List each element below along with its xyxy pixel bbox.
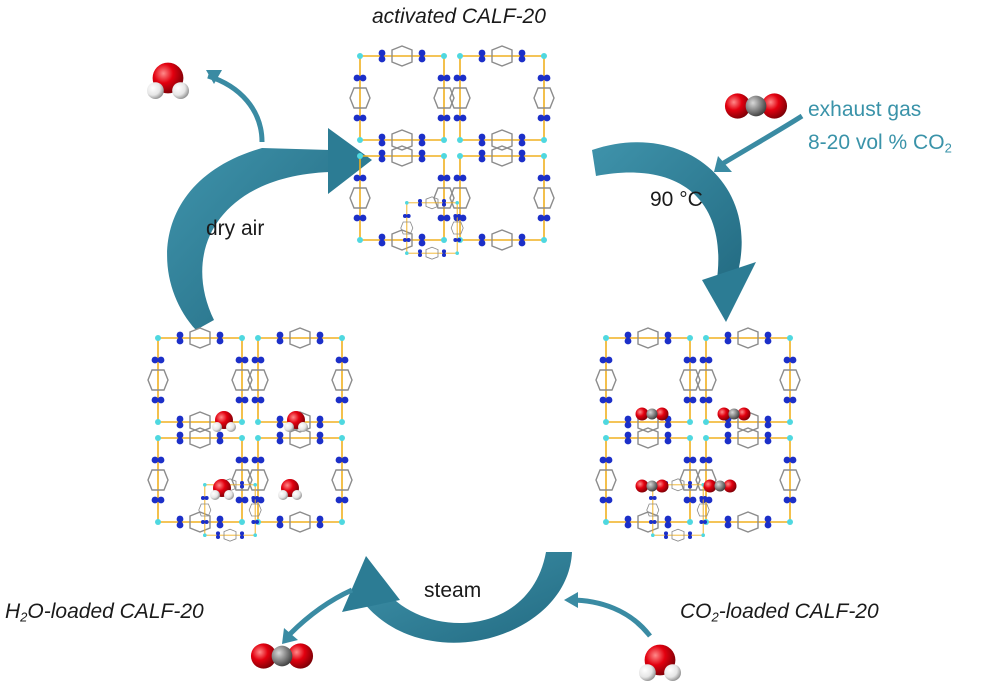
- co2-molecule-icon: [724, 93, 788, 119]
- co2-release-arrow: [288, 587, 354, 636]
- exhaust-in-arrow: [720, 113, 804, 167]
- water-molecule-icon: [639, 644, 681, 681]
- h2o-suffix: O-loaded CALF-20: [27, 600, 204, 623]
- co2-loaded-label: CO2-loaded CALF-20: [680, 601, 879, 623]
- co2-concentration-subscript: 2: [944, 140, 952, 156]
- water-release-arrow: [207, 73, 265, 143]
- h2o-subscript: 2: [20, 609, 28, 625]
- framework-co2-loaded: [595, 327, 801, 542]
- framework-activated: [349, 45, 555, 260]
- steam-in-arrow: [569, 597, 652, 638]
- co2-concentration-prefix: 8-20 vol % CO: [808, 131, 945, 154]
- co2-release-arrowhead: [282, 628, 298, 644]
- water-molecule-icon: [147, 62, 189, 99]
- temperature-label: 90 °C: [650, 188, 703, 211]
- co2-concentration-label: 8-20 vol % CO2: [808, 132, 952, 154]
- co2-subscript: 2: [711, 609, 719, 625]
- co2-suffix: -loaded CALF-20: [718, 600, 879, 623]
- cycle-arrow-top-right: [592, 142, 756, 322]
- co2-molecule-icon: [250, 643, 314, 669]
- dry-air-label: dry air: [206, 217, 265, 240]
- exhaust-gas-label: exhaust gas: [808, 98, 922, 121]
- cycle-arrow-bottom: [342, 552, 572, 643]
- steam-in-arrowhead: [564, 592, 578, 608]
- exhaust-in-arrowhead: [714, 156, 732, 172]
- h2o-loaded-label: H2O-loaded CALF-20: [5, 601, 204, 623]
- framework-h2o-loaded: [147, 327, 353, 542]
- h2o-prefix: H: [5, 600, 21, 623]
- cycle-arrow-left: [167, 128, 372, 330]
- co2-prefix: CO: [680, 600, 712, 623]
- water-release-arrowhead: [206, 70, 222, 84]
- activated-calf20-label: activated CALF-20: [372, 5, 546, 28]
- steam-label: steam: [424, 579, 482, 602]
